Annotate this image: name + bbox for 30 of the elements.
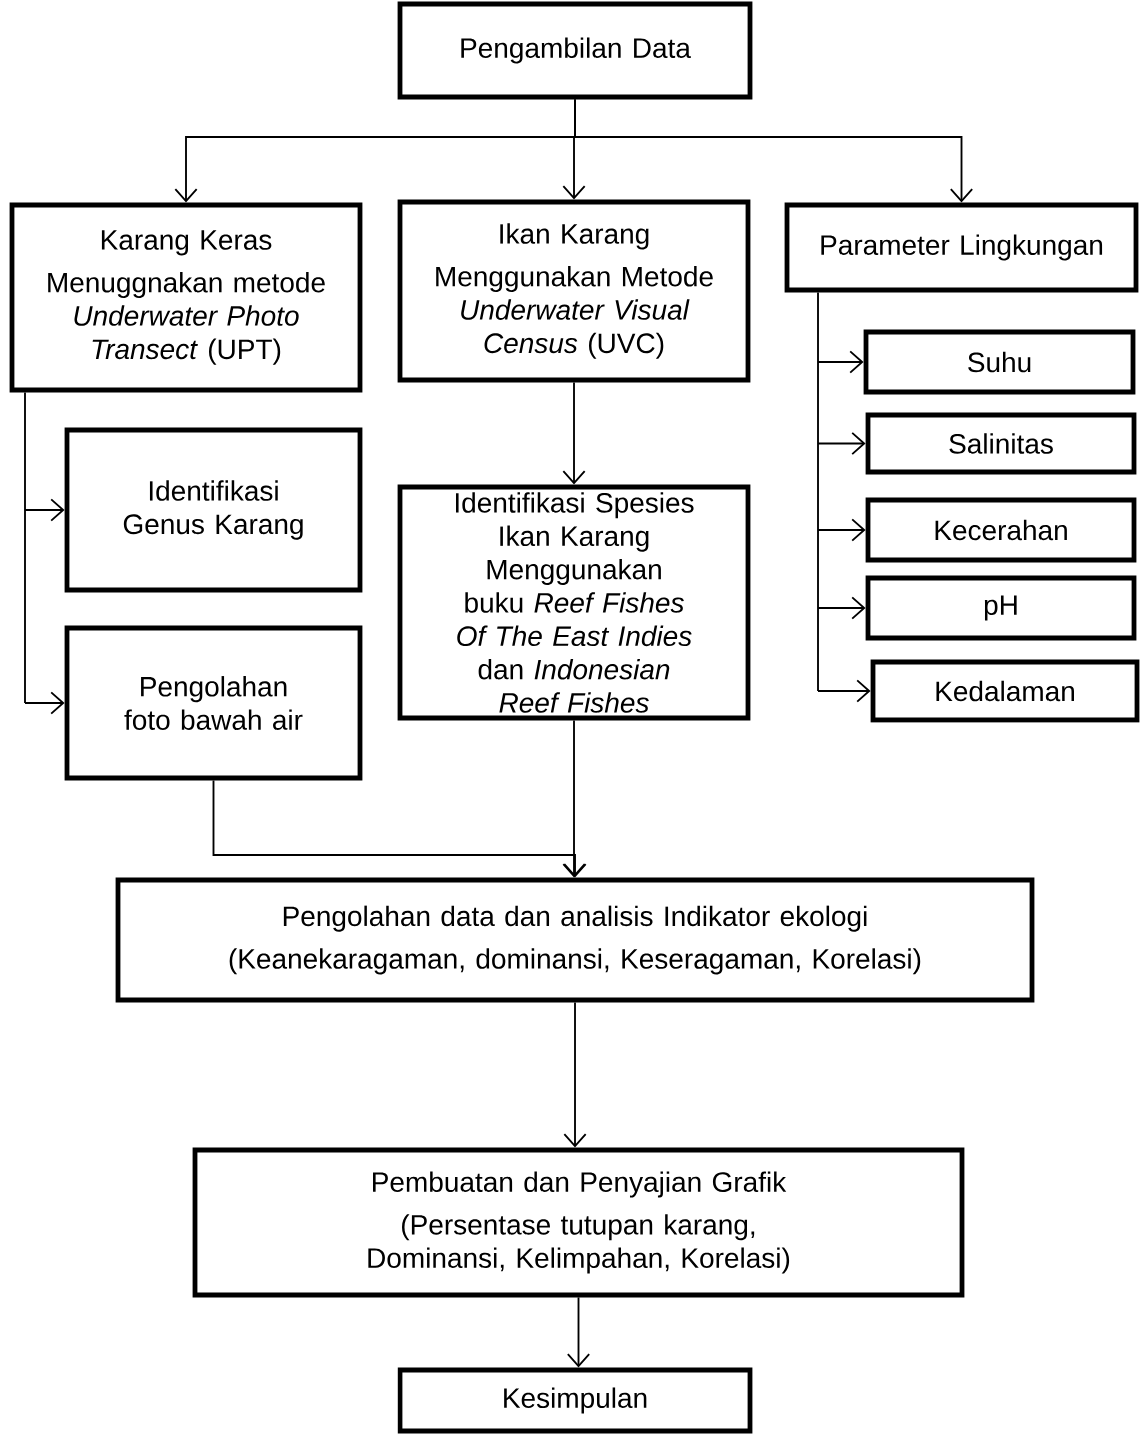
arrow: [574, 98, 974, 203]
arrow: [24, 498, 65, 522]
process-box: Kedalaman: [870, 659, 1140, 723]
arrow: [817, 679, 871, 703]
process-box: Pengambilan Data: [397, 1, 753, 100]
process-box: Pengolahan data dan analisis Indikator ekologi (Keanekaragaman, dominansi, Keseragaman, Korelasi): [115, 877, 1035, 1003]
arrow: [212, 779, 587, 878]
arrow: [817, 518, 866, 542]
arrow: [562, 381, 586, 485]
arrow: [817, 350, 864, 374]
process-box: Salinitas: [865, 412, 1137, 475]
process-box: Suhu: [863, 329, 1136, 395]
arrow: [566, 1296, 591, 1368]
process-box: Identifikasi Genus Karang: [64, 427, 363, 593]
arrow: [563, 1001, 587, 1148]
connector-line: [817, 291, 819, 692]
process-box: Karang Keras Menuggnakan metode Underwater Photo Transect (UPT): [9, 202, 363, 393]
arrow: [817, 596, 866, 620]
process-box: Kecerahan: [865, 497, 1137, 563]
process-box: Identifikasi Spesies Ikan Karang Menggunakan buku Reef Fishes Of The East Indies dan Indonesian Reef Fishes: [397, 484, 751, 721]
arrow: [562, 719, 586, 878]
process-box: pH: [865, 575, 1137, 641]
process-box: Pengolahan foto bawah air: [64, 625, 363, 781]
process-box: Pembuatan dan Penyajian Grafik (Persentase tutupan karang, Dominansi, Kelimpahan, Korelasi): [192, 1147, 965, 1298]
connector-line: [24, 391, 26, 704]
process-box: Ikan Karang Menggunakan Metode Underwater Visual Census (UVC): [397, 199, 751, 383]
process-box: Parameter Lingkungan: [784, 202, 1139, 293]
process-box: Kesimpulan: [397, 1367, 753, 1434]
arrow: [817, 431, 866, 456]
arrow: [24, 691, 65, 715]
